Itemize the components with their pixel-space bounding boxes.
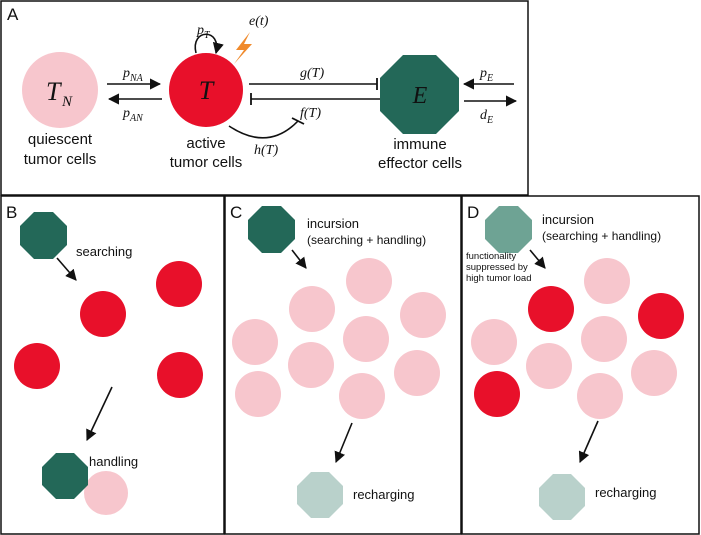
- active-tumor-cell: [474, 371, 520, 417]
- p-t-rate: pT: [196, 23, 211, 41]
- incursion-detail: (searching + handling): [542, 229, 661, 243]
- suppression-note-line2: suppressed by: [466, 262, 528, 273]
- panel-d-frame: [461, 195, 700, 535]
- quiescent-tumor-cell: [343, 316, 389, 362]
- effector-label-line2: effector cells: [378, 155, 462, 172]
- quiescent-tumor-cell: [471, 319, 517, 365]
- active-tumor-cell: [80, 291, 126, 337]
- quiescent-tumor-cell: [346, 258, 392, 304]
- searching-label: searching: [76, 244, 132, 259]
- quiescent-label-line1: quiescent: [28, 131, 93, 148]
- e-t-rate: e(t): [249, 14, 269, 29]
- quiescent-tumor-cell: [584, 258, 630, 304]
- recharging-label: recharging: [353, 487, 414, 502]
- quiescent-tumor-cell: [526, 343, 572, 389]
- proliferation-loop-arrow: [194, 33, 224, 55]
- panel-a-frame: [0, 0, 529, 196]
- effector-recharging: [297, 472, 343, 518]
- effector-searching: [20, 212, 67, 259]
- suppression-note-line3: high tumor load: [466, 273, 531, 284]
- handling-arrow: [86, 386, 113, 442]
- incursion-label: incursion: [542, 212, 594, 227]
- h-t-rate: h(T): [254, 143, 278, 158]
- recharging-arrow: [578, 420, 599, 464]
- quiescent-tumor-cell: [577, 373, 623, 419]
- quiescent-tumor-cell: [84, 471, 128, 515]
- effector-label-line1: immune: [393, 136, 446, 153]
- quiescent-tumor-cell: [394, 350, 440, 396]
- p-e-rate: pE: [479, 66, 493, 84]
- active-label-line1: active: [186, 135, 225, 152]
- active-tumor-cell: [169, 53, 243, 127]
- incursion-label: incursion: [307, 216, 359, 231]
- quiescent-tumor-cell: [400, 292, 446, 338]
- panel-b-frame: [0, 195, 225, 535]
- panel-b-letter: B: [6, 203, 17, 222]
- active-label-line2: tumor cells: [170, 154, 243, 171]
- quiescent-tumor-cell: [289, 286, 335, 332]
- effector-symbol: E: [412, 83, 428, 109]
- h-t-curve: [228, 120, 299, 139]
- lightning-icon: [234, 32, 252, 64]
- quiescent-tumor-cell: [581, 316, 627, 362]
- recharging-arrow: [334, 422, 353, 464]
- active-tumor-cell: [638, 293, 684, 339]
- effector-handling: [42, 453, 88, 499]
- incursion-detail: (searching + handling): [307, 233, 426, 247]
- panel-c-frame: [224, 195, 462, 535]
- searching-arrow: [56, 257, 77, 281]
- active-symbol: T: [199, 76, 215, 105]
- f-t-rate: f(T): [300, 106, 321, 121]
- panel-a: A T N quiescent tumor cells T active tum…: [0, 0, 529, 196]
- h-t-inhibition-bar: [291, 117, 305, 125]
- panel-d: D incursion (searching + handling) funct…: [461, 195, 700, 535]
- d-e-rate: dE: [480, 108, 493, 126]
- effector-suppressed: [485, 206, 532, 253]
- quiescent-tumor-cell: [339, 373, 385, 419]
- panel-b: B searching handling: [0, 195, 225, 535]
- g-t-rate: g(T): [300, 66, 324, 81]
- incursion-arrow: [529, 249, 546, 269]
- quiescent-label-line2: tumor cells: [24, 151, 97, 168]
- effector-cell: [380, 55, 459, 134]
- active-tumor-cell: [157, 352, 203, 398]
- quiescent-tumor-cell: [288, 342, 334, 388]
- effector-incursion: [248, 206, 295, 253]
- panel-d-letter: D: [467, 203, 479, 222]
- quiescent-symbol: T: [46, 77, 62, 106]
- incursion-arrow: [291, 249, 307, 269]
- quiescent-tumor-cell: [235, 371, 281, 417]
- active-tumor-cell: [156, 261, 202, 307]
- panel-c: C incursion (searching + handling) recha…: [224, 195, 462, 535]
- effector-recharging: [539, 474, 585, 520]
- suppression-note-line1: functionality: [466, 251, 516, 262]
- quiescent-tumor-cell: [631, 350, 677, 396]
- handling-label: handling: [89, 454, 138, 469]
- panel-c-letter: C: [230, 203, 242, 222]
- active-tumor-cell: [14, 343, 60, 389]
- panel-a-letter: A: [7, 5, 19, 24]
- quiescent-subscript: N: [61, 94, 73, 110]
- quiescent-tumor-cell: [22, 52, 98, 128]
- active-tumor-cell: [528, 286, 574, 332]
- recharging-label: recharging: [595, 485, 656, 500]
- quiescent-tumor-cell: [232, 319, 278, 365]
- p-an-rate: pAN: [122, 106, 144, 124]
- p-na-rate: pNA: [122, 66, 144, 84]
